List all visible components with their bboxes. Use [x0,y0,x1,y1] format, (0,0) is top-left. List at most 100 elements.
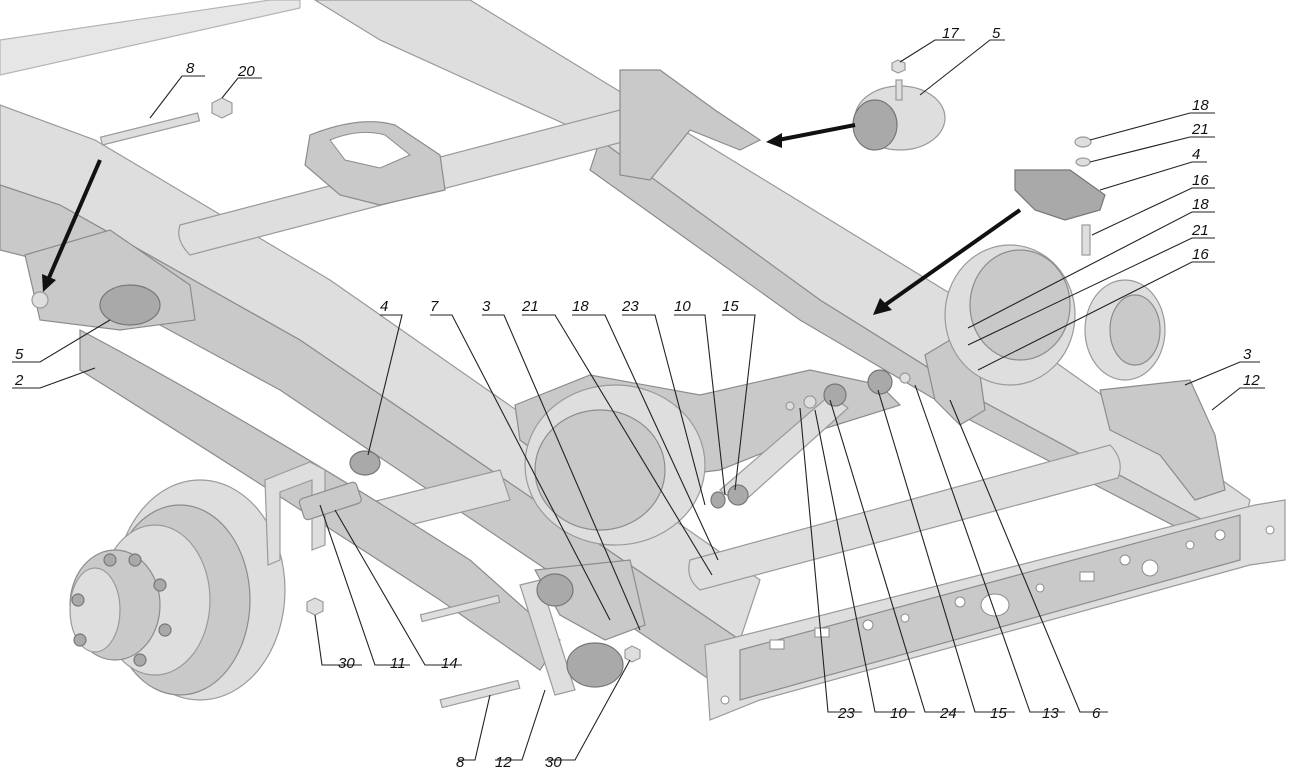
leader-12-bottom [495,689,546,761]
front-left-bushing [99,284,161,326]
callout-23-bottom: 23 [837,705,855,722]
leader-16-b [977,261,1215,371]
arrow-mount-5-head [766,133,782,148]
callout-24: 24 [939,705,957,722]
rear-shackle-upper-bushing [536,573,574,607]
callout-15-bottom: 15 [990,705,1007,722]
leader-15-mid [722,314,756,491]
leader-11 [319,504,410,666]
callout-8-bottom: 8 [456,754,465,771]
shock-bushings [710,369,911,509]
arrow-bump-stop-head [873,298,892,315]
callout-6: 6 [1092,705,1101,722]
callout-4-right: 4 [1192,146,1200,163]
leader-30-bottom [545,659,631,761]
leader-10-mid [674,314,726,496]
leader-5-left [12,319,111,363]
leader-18-b [967,211,1215,329]
leader-3-mid [482,314,641,631]
right-brake-drum [944,244,1166,386]
nut-20 [211,97,233,119]
callout-8-top: 8 [186,60,195,77]
callout-20: 20 [237,63,255,80]
leader-23-bottom [799,407,862,713]
bolt-bottom [439,679,521,709]
rear-shackle [519,579,576,696]
rear-cross-member-holes [720,525,1275,705]
rear-cross-tube [688,444,1121,591]
bump-stop [349,450,381,476]
callout-17: 17 [942,25,959,42]
leader-6 [949,399,1108,713]
callout-21-a: 21 [1191,121,1209,138]
arrow-bolt-8-head [42,274,56,292]
leader-12-right [1211,387,1265,411]
rubber-mount-5 [852,79,946,151]
leader-4-mid [367,314,403,456]
leader-3-right [1184,361,1260,386]
callout-13: 13 [1042,705,1059,722]
leader-8-top [149,75,205,119]
leader-21-b [967,237,1215,346]
leader-17 [899,39,965,63]
left-brake-drum [69,479,286,701]
leader-14 [334,509,462,666]
leader-30-left [314,614,362,666]
leader-7 [430,314,611,621]
callout-30-left: 30 [338,655,355,672]
callout-4-mid: 4 [380,298,388,315]
leader-24 [829,399,965,713]
illustration [0,0,1286,721]
leader-18-a [1089,112,1215,141]
washer-18-a [1074,136,1092,148]
leader-10-bottom [814,409,915,713]
callout-21-mid: 21 [521,298,539,315]
front-left-bolt-head [31,291,49,309]
differential-cover-inner [534,409,666,531]
callout-5-top: 5 [992,25,1001,42]
callout-18-mid: 18 [572,298,589,315]
callout-23-mid: 23 [621,298,639,315]
upper-frame-fragment [0,0,301,76]
arrow-bolt-8 [46,159,102,281]
arrow-bump-stop [883,208,1022,307]
callout-3-mid: 3 [482,298,491,315]
spring-pad [298,481,362,521]
leader-5-top [919,39,1005,96]
leader-8-bottom [458,694,491,761]
callout-16-b: 16 [1192,246,1209,263]
front-right-hanger [619,69,762,181]
callout-12-right: 12 [1243,372,1260,389]
leader-18-mid [572,314,719,561]
washer-21-a [1075,157,1091,167]
callout-5-left: 5 [15,346,24,363]
leader-2 [12,367,96,389]
callout-21-b: 21 [1191,222,1209,239]
nut-30-bottom [624,645,641,663]
callout-18-b: 18 [1192,196,1209,213]
nut-30-left [306,597,324,616]
callout-3-right: 3 [1243,346,1252,363]
right-rear-bracket [1099,379,1226,501]
callout-11: 11 [390,655,406,672]
callout-16-a: 16 [1192,172,1209,189]
callout-2: 2 [14,372,24,389]
leader-21-a [1089,136,1215,163]
bolt-top [99,112,201,146]
rear-shackle-bushing [566,642,624,688]
leader-23-mid [622,314,706,506]
leader-4-right [1099,161,1207,191]
callouts: 8 20 17 5 18 21 4 16 18 21 16 5 [12,25,1265,771]
tow-eye-opening [329,131,411,169]
callout-18-a: 18 [1192,97,1209,114]
callout-30-bottom: 30 [545,754,562,771]
leader-13 [914,384,1065,713]
bump-stop-pad [1014,169,1106,221]
callout-7: 7 [430,298,439,315]
bolt-middle [419,594,501,623]
callout-10-bottom: 10 [890,705,907,722]
leader-21-mid [522,314,713,576]
leader-16-a [1091,187,1215,236]
bolt-16-a [1081,224,1091,256]
